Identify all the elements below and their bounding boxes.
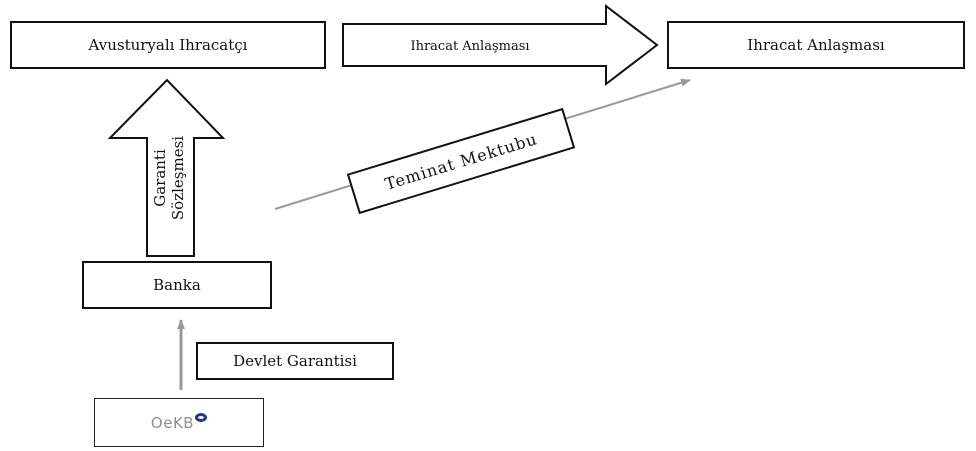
export-agreement-block-arrow — [342, 3, 659, 87]
state-guarantee-label-box: Devlet Garantisi — [196, 342, 394, 380]
state-guarantee-label: Devlet Garantisi — [233, 352, 357, 370]
export-agreement-label: Ihracat Anlaşması — [747, 36, 885, 54]
guarantee-contract-label-line2: Sözleşmesi — [169, 136, 187, 220]
guarantee-contract-block-arrow — [107, 78, 226, 257]
oekb-logo: OeKB — [150, 413, 208, 432]
export-agreement-arrow-label: Ihracat Anlaşması — [410, 39, 529, 54]
bank-label: Banka — [153, 276, 201, 294]
oekb-logo-text: OeKB — [150, 413, 195, 432]
letter-of-guarantee-box — [346, 107, 576, 215]
export-agreement-node: Ihracat Anlaşması — [667, 21, 965, 69]
bank-node: Banka — [82, 261, 272, 309]
oekb-logo-ring-icon — [195, 413, 208, 422]
exporter-label: Avusturyalı Ihracatçı — [88, 36, 248, 54]
guarantee-contract-label-line1: Garanti — [151, 149, 169, 207]
oekb-node: OeKB — [94, 398, 264, 447]
exporter-node: Avusturyalı Ihracatçı — [10, 21, 326, 69]
